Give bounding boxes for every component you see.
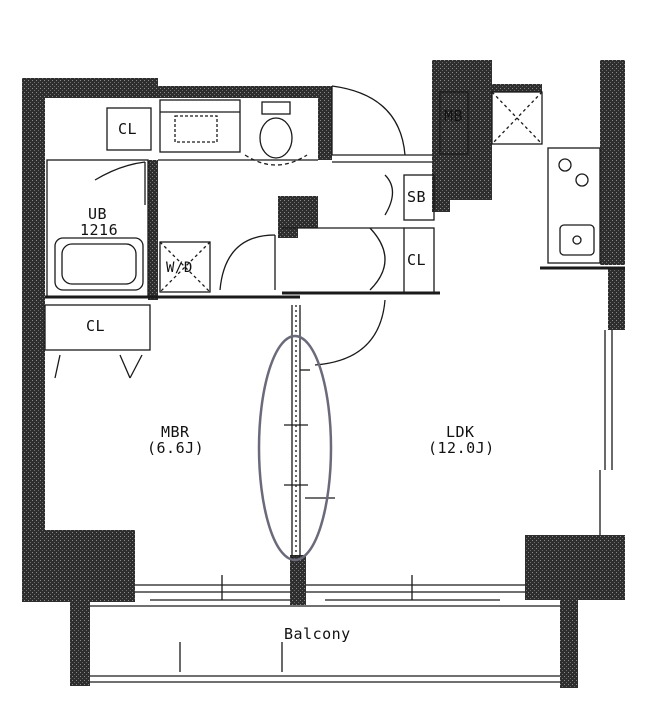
sink-basin	[174, 115, 218, 143]
bathtub	[54, 237, 144, 291]
label-ldk-size: (12.0J)	[428, 439, 495, 457]
cl-left-door-3	[129, 354, 143, 379]
cl-left-box	[44, 304, 151, 351]
kitchen-counter	[547, 147, 601, 264]
wall-top-right	[474, 84, 542, 158]
toilet-door	[331, 85, 406, 156]
kitchen-drain	[572, 235, 582, 245]
label-sb: SB	[407, 188, 427, 206]
cl-mid-door	[369, 227, 386, 291]
wd-box	[159, 241, 211, 293]
sink-counter	[159, 99, 241, 153]
duct-box	[491, 91, 543, 145]
ldk-door	[314, 299, 386, 366]
label-wd: W/D	[166, 260, 193, 276]
wall-left-outer	[22, 78, 158, 602]
cl-left-door-2	[119, 354, 131, 379]
balcony-post-right	[560, 600, 578, 688]
stove-burner-1	[558, 158, 572, 172]
wall-corridor	[278, 196, 318, 238]
sb-box	[403, 174, 435, 221]
toilet-bowl	[259, 117, 293, 159]
kitchen-sink	[559, 224, 595, 256]
label-mb: MB	[444, 107, 464, 125]
label-mbr-name: MBR	[161, 423, 190, 441]
wall-sb	[432, 158, 492, 212]
highlight-oval	[257, 334, 333, 562]
wall-bottom-right	[525, 535, 625, 600]
label-cl-left: CL	[86, 317, 106, 335]
stove-burner-2	[575, 173, 589, 187]
cl-top-box	[106, 107, 152, 151]
ub-door	[94, 161, 146, 181]
wall-toilet-right	[318, 86, 332, 160]
bathtub-inner	[61, 243, 137, 285]
sb-door	[384, 174, 394, 216]
wall-bottom-center	[290, 555, 306, 605]
duct-x2	[491, 91, 543, 145]
wall-bath-cl-left	[22, 98, 45, 108]
mb-box	[439, 91, 469, 155]
label-mbr-size: (6.6J)	[147, 439, 205, 457]
thin-lines	[44, 85, 625, 683]
label-ldk-name: LDK	[446, 423, 475, 441]
label-balcony: Balcony	[284, 625, 351, 643]
toilet-tank	[261, 101, 291, 115]
wall-bottom-left	[22, 530, 135, 602]
toilet-arc	[244, 154, 308, 166]
balcony-post-left	[70, 598, 90, 686]
label-ub-name: UB	[88, 205, 108, 223]
wall-corner-bl	[22, 590, 72, 602]
wall-bath-right	[148, 160, 158, 300]
walls	[22, 60, 625, 688]
label-cl-top: CL	[118, 120, 138, 138]
label-cl-mid: CL	[407, 251, 427, 269]
lav-door	[219, 234, 276, 291]
wall-right-top	[600, 60, 625, 265]
wall-top-mid	[158, 86, 330, 98]
label-ub-size: 1216	[80, 221, 119, 239]
cl-left-door-1	[54, 354, 61, 379]
wall-right-low	[608, 268, 625, 330]
